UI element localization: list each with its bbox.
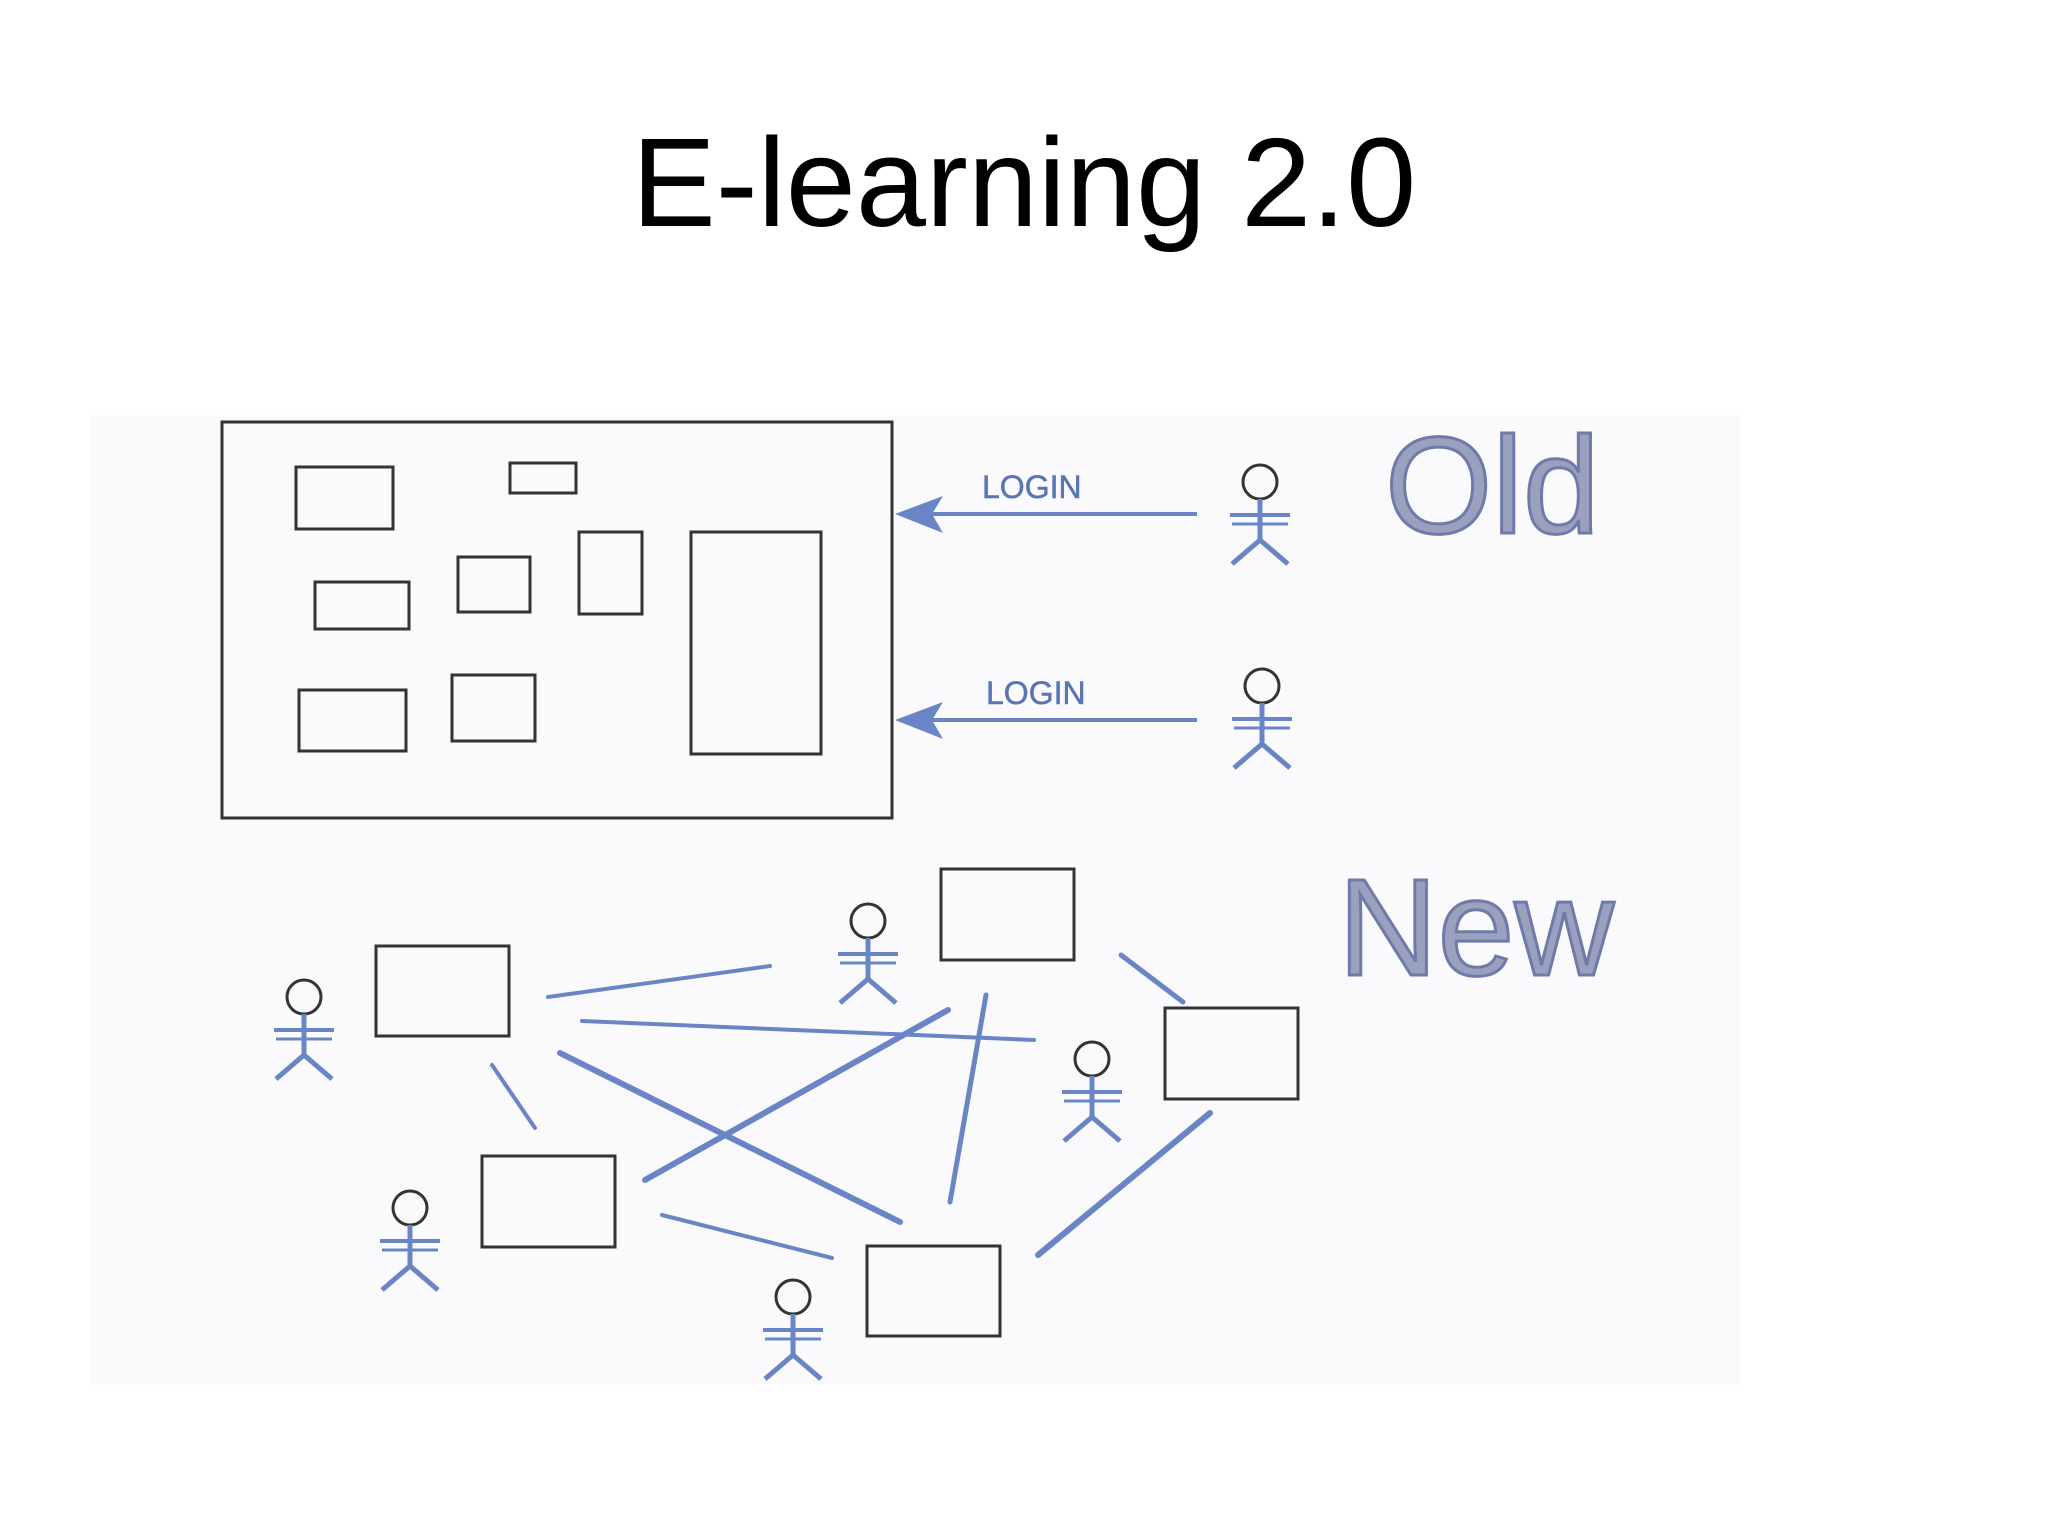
login-arrow bbox=[895, 496, 1197, 533]
connection-line bbox=[546, 964, 772, 999]
login-label: LOGIN bbox=[986, 675, 1086, 711]
old-label: Old bbox=[1385, 409, 1600, 563]
old-model: LOGIN LOGIN Old bbox=[220, 408, 1601, 820]
content-block bbox=[456, 555, 532, 614]
peer-node-box bbox=[865, 1244, 1002, 1338]
peer-node-box bbox=[1163, 1006, 1300, 1101]
content-block bbox=[450, 673, 537, 743]
content-block bbox=[313, 580, 411, 631]
content-block bbox=[689, 530, 823, 756]
lms-portal-frame bbox=[220, 420, 894, 820]
slide-title: E-learning 2.0 bbox=[631, 112, 1417, 253]
connection-line bbox=[947, 992, 989, 1205]
login-label: LOGIN bbox=[982, 469, 1082, 505]
connection-line bbox=[642, 1007, 951, 1183]
new-model: New bbox=[274, 850, 1616, 1379]
connection-line bbox=[580, 1019, 1036, 1042]
content-block bbox=[577, 530, 644, 616]
content-block bbox=[294, 465, 395, 531]
peer-node-box bbox=[374, 944, 511, 1038]
connection-line bbox=[557, 1050, 903, 1225]
content-block bbox=[297, 688, 408, 753]
peer-node-box bbox=[939, 867, 1076, 962]
diagram-panel bbox=[90, 415, 1740, 1385]
connection-line bbox=[660, 1213, 834, 1260]
connection-line bbox=[1035, 1110, 1213, 1258]
peer-node-box bbox=[480, 1154, 617, 1249]
connection-line bbox=[490, 1063, 537, 1130]
login-arrow bbox=[895, 702, 1197, 739]
connection-line bbox=[1118, 952, 1186, 1005]
new-label: New bbox=[1338, 851, 1614, 1005]
content-block bbox=[508, 461, 578, 495]
connection-lines bbox=[490, 952, 1213, 1260]
lms-content-blocks bbox=[294, 461, 823, 756]
peer-nodes bbox=[374, 867, 1300, 1338]
